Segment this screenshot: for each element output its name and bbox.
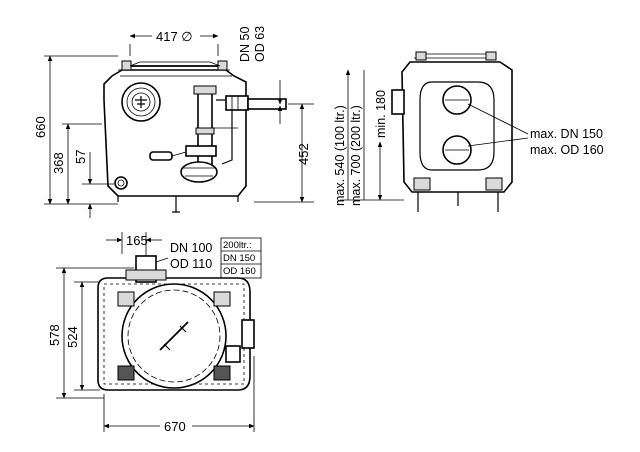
pump-motor: [185, 145, 217, 157]
dim-width: 670: [164, 419, 186, 434]
top-box-label-dn: DN 150: [223, 253, 255, 264]
top-corner-fitting-br: [213, 365, 231, 381]
top-corner-fitting-bl: [117, 365, 135, 381]
top-view: 165 DN 100 OD 110 200ltr.: DN 150 OD 160…: [47, 232, 262, 434]
top-box-label-od: OD 160: [223, 266, 256, 277]
top-box-label-capacity: 200ltr.:: [223, 240, 252, 251]
outlet-label-od: OD 63: [253, 26, 267, 62]
dim-max-height-100: max. 540 (100 ltr.): [333, 105, 347, 206]
side-foot-left: [413, 177, 431, 191]
top-corner-fitting-tr: [213, 291, 231, 307]
outlet-label-dn: DN 50: [238, 27, 252, 62]
dim-inlet-diameter: 417 ∅: [156, 29, 193, 44]
dim-total-height: 660: [33, 116, 48, 138]
top-pipe-label-od: OD 110: [170, 257, 212, 271]
top-corner-fitting-tl: [117, 291, 135, 307]
side-view: max. 540 (100 ltr.) max. 700 (200 ltr.) …: [333, 51, 604, 212]
dim-depth-inner: 524: [65, 326, 80, 348]
side-inlet-stub: [391, 89, 405, 115]
front-drain: [114, 176, 128, 190]
front-view: 417 ∅ 660 368 57 DN 50 OD 63 452: [33, 26, 314, 218]
dim-offset: 165: [126, 233, 148, 248]
lid-clamp-left: [121, 60, 132, 71]
side-lid-clamp-left: [415, 51, 427, 61]
dim-min-height: min. 180: [374, 90, 388, 138]
side-lid-clamp-right: [485, 51, 497, 61]
side-label-od: max. OD 160: [530, 143, 604, 157]
dim-max-height-200: max. 700 (200 ltr.): [349, 105, 363, 206]
side-foot-right: [485, 177, 503, 191]
top-pipe-label-dn: DN 100: [170, 241, 212, 255]
float-switch: [149, 151, 173, 161]
outlet-connector: [225, 95, 249, 111]
dim-inlet-height: 368: [51, 152, 66, 174]
top-side-outlet: [241, 319, 255, 349]
dim-depth-outer: 578: [47, 324, 62, 346]
top-capacity-box: [220, 237, 262, 279]
side-connection-zone: [419, 81, 495, 171]
pump-base: [180, 161, 218, 183]
front-tank-body: [103, 69, 247, 197]
top-pump-housing: [225, 345, 241, 363]
dim-outlet-height: 452: [296, 143, 311, 165]
side-label-dn: max. DN 150: [530, 127, 603, 141]
dim-drain-height: 57: [73, 150, 88, 164]
outlet-pipe: [247, 98, 287, 110]
